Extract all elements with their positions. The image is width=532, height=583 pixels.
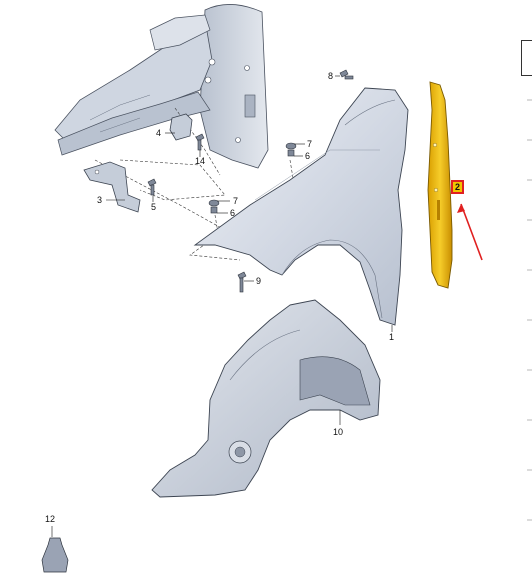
label-part-6a: 6 bbox=[305, 151, 311, 161]
highlight-arrow bbox=[457, 203, 483, 261]
label-part-14: 14 bbox=[195, 156, 206, 166]
label-part-6b: 6 bbox=[230, 208, 236, 218]
sealing-bag-part-12 bbox=[41, 537, 69, 573]
wheel-arch-liner-part-10 bbox=[151, 299, 381, 498]
label-part-7b: 7 bbox=[233, 196, 239, 206]
label-part-10: 10 bbox=[333, 427, 344, 437]
leader-lines bbox=[51, 75, 393, 537]
fender-bracket-part-2-highlighted bbox=[427, 81, 453, 289]
label-part-7a: 7 bbox=[307, 139, 313, 149]
page-corner-box bbox=[521, 40, 532, 76]
bracket-clip-part-4 bbox=[169, 113, 193, 141]
label-part-2-highlighted[interactable]: 2 bbox=[451, 180, 465, 194]
label-part-1: 1 bbox=[389, 332, 395, 342]
label-part-5: 5 bbox=[151, 202, 157, 212]
mounting-bracket-part-3 bbox=[83, 161, 141, 213]
margin-ticks bbox=[527, 99, 532, 521]
label-part-4: 4 bbox=[156, 128, 162, 138]
label-part-3: 3 bbox=[97, 195, 103, 205]
inner-body-structure bbox=[54, 4, 269, 169]
label-part-12: 12 bbox=[45, 514, 56, 524]
label-part-8: 8 bbox=[328, 71, 334, 81]
front-fender-part-1 bbox=[193, 87, 409, 326]
hardware-parts bbox=[147, 69, 354, 293]
label-part-9: 9 bbox=[256, 276, 262, 286]
